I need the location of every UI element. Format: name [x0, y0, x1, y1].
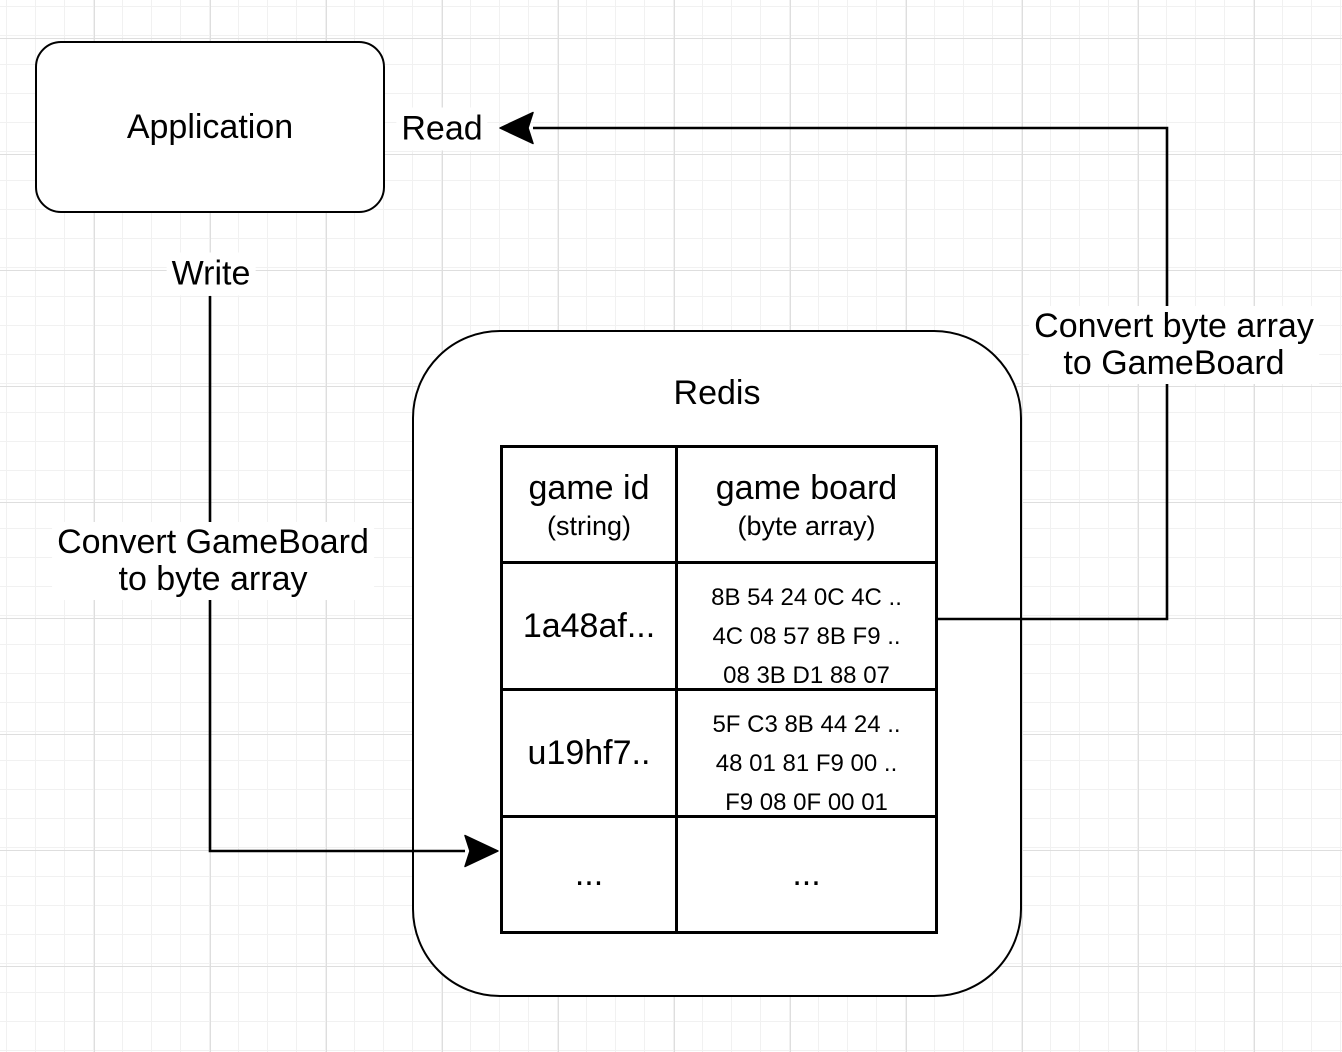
application-label: Application — [126, 107, 294, 146]
game-board-cell: ... — [675, 815, 938, 934]
convert-write-line1: Convert GameBoard — [57, 523, 369, 561]
convert-read-line1: Convert byte array — [1034, 307, 1314, 345]
game-id-cell: u19hf7.. — [500, 688, 678, 818]
byte-array-preview: 8B 54 24 0C 4C .. 4C 08 57 8B F9 .. 08 3… — [678, 564, 935, 688]
table-row: 1a48af... 8B 54 24 0C 4C .. 4C 08 57 8B … — [500, 561, 938, 691]
table-row: u19hf7.. 5F C3 8B 44 24 .. 48 01 81 F9 0… — [500, 688, 938, 818]
game-board-cell: 5F C3 8B 44 24 .. 48 01 81 F9 00 .. F9 0… — [675, 688, 938, 818]
column-header-game-id: game id (string) — [500, 445, 678, 564]
column-title: game id — [528, 468, 650, 507]
read-arrowhead-icon — [499, 111, 534, 145]
redis-table: game id (string) game board (byte array)… — [500, 445, 938, 934]
convert-write-edge-label: Convert GameBoard to byte array — [52, 522, 374, 600]
byte-line: 5F C3 8B 44 24 .. — [712, 711, 901, 738]
byte-line: 48 01 81 F9 00 .. — [715, 750, 898, 777]
table-row: ... ... — [500, 815, 938, 934]
game-board-cell: 8B 54 24 0C 4C .. 4C 08 57 8B F9 .. 08 3… — [675, 561, 938, 691]
convert-write-line2: to byte array — [118, 560, 308, 598]
column-subtitle: (byte array) — [737, 510, 876, 541]
redis-label: Redis — [673, 374, 761, 412]
read-edge-label: Read — [396, 107, 488, 151]
byte-line: F9 08 0F 00 01 — [725, 789, 888, 815]
write-edge-label: Write — [166, 252, 256, 296]
table-header-row: game id (string) game board (byte array) — [500, 445, 938, 564]
column-subtitle: (string) — [546, 510, 631, 541]
byte-line: 4C 08 57 8B F9 .. — [712, 623, 901, 650]
byte-array-preview: 5F C3 8B 44 24 .. 48 01 81 F9 00 .. F9 0… — [678, 691, 935, 815]
byte-line: 08 3B D1 88 07 — [723, 662, 890, 688]
convert-read-edge-label: Convert byte array to GameBoard — [1029, 306, 1319, 384]
column-title: game board — [715, 468, 898, 507]
column-header-game-board: game board (byte array) — [675, 445, 938, 564]
game-id-cell: 1a48af... — [500, 561, 678, 691]
game-id-cell: ... — [500, 815, 678, 934]
convert-read-line2: to GameBoard — [1063, 344, 1285, 382]
application-node: Application — [35, 41, 385, 213]
byte-line: 8B 54 24 0C 4C .. — [711, 584, 902, 611]
